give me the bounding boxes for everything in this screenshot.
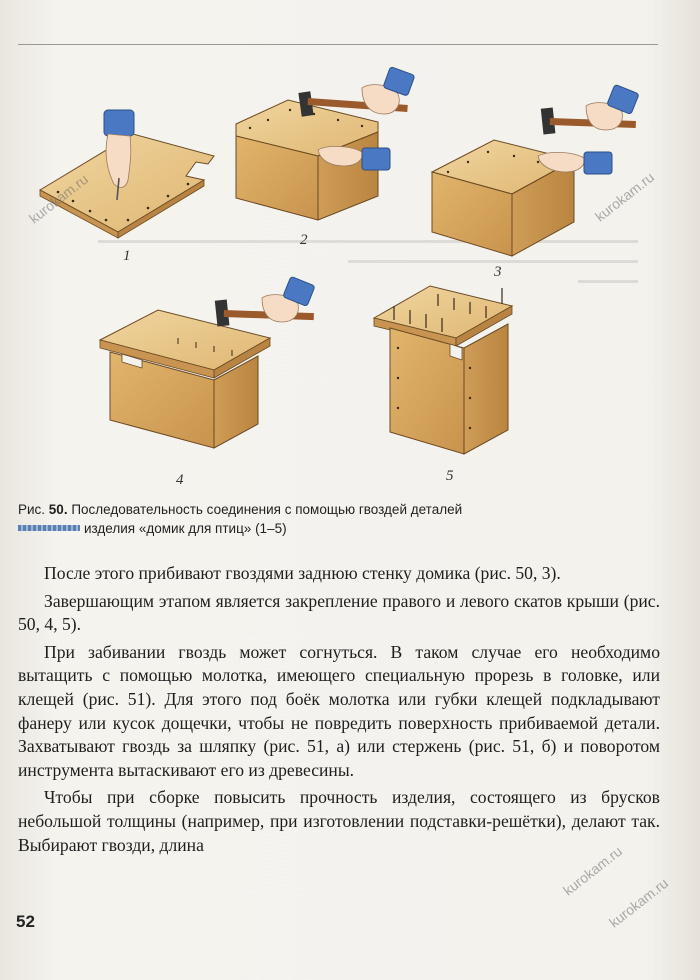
- show-through-text: [98, 240, 638, 283]
- panel-number-2: 2: [300, 232, 308, 248]
- panel-number-1: 1: [123, 248, 131, 264]
- top-rule: [18, 44, 658, 45]
- birdhouse-assembly-illustration: 1 2: [38, 66, 639, 488]
- page-number: 52: [16, 912, 35, 931]
- figure-50: 1 2: [18, 48, 658, 500]
- paragraph: При забивании гвоздь может согнуться. В …: [18, 641, 660, 780]
- panel-5: 5: [372, 285, 514, 484]
- panel-2: 2: [235, 66, 415, 248]
- caption-text-line2: изделия «домик для птиц» (1–5): [84, 521, 287, 536]
- caption-label: Рис.: [18, 502, 49, 517]
- panel-number-5: 5: [446, 468, 454, 484]
- figure-caption: Рис. 50. Последовательность соединения с…: [18, 500, 658, 538]
- panel-number-3: 3: [493, 264, 502, 280]
- body-text: После этого прибивают гвоздями заднюю ст…: [18, 562, 660, 861]
- panel-1: 1: [38, 109, 215, 264]
- caption-decor-bar: [18, 525, 80, 531]
- caption-number: 50.: [48, 502, 68, 517]
- paragraph: Завершающим этапом является закрепление …: [18, 590, 660, 635]
- paragraph: Чтобы при сборке повысить прочность изде…: [18, 787, 660, 855]
- caption-text-line1: Последовательность соединения с помощью …: [67, 502, 463, 517]
- panel-3: 3: [430, 84, 639, 280]
- paragraph: После этого прибивают гвоздями заднюю ст…: [44, 563, 561, 583]
- watermark: kurokam.ru: [606, 874, 672, 931]
- panel-number-4: 4: [176, 472, 184, 488]
- panel-4: 4: [98, 276, 315, 488]
